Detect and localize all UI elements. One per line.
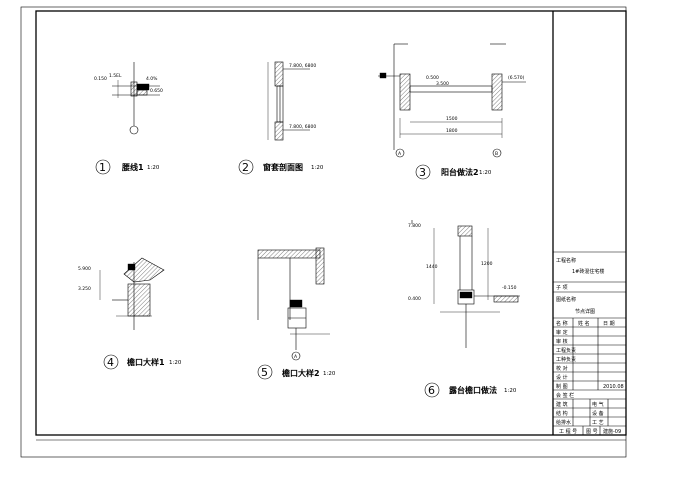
project-name-value: 1#砖混住宅楼 (572, 268, 604, 275)
drawing-name-value: 节点详图 (575, 308, 595, 315)
sub-item-label: 子 项 (556, 284, 568, 291)
sheet-number-label: 图 号 (586, 429, 598, 435)
detail-5-number-circle (257, 364, 273, 380)
detail-1-scale: 1:20 (147, 165, 160, 171)
detail-3-title: 阳台做法2 (441, 167, 479, 177)
sheet-number-value: 建施-09 (603, 428, 621, 435)
detail-3-scale: 1:20 (479, 170, 492, 176)
detail-1-label-a: 0.150 (94, 76, 107, 82)
head-person: 姓 名 (578, 320, 590, 327)
detail-3-dim-1: 1500 (446, 116, 458, 122)
detail-4-drawing: 5.900 3.250 (78, 257, 165, 330)
detail-5-drawing: A (257, 247, 330, 361)
detail-6-label-a: 7.800 (408, 223, 421, 229)
role-discipline-lead: 工种负责 (556, 356, 576, 363)
detail-2-scale: 1:20 (311, 165, 324, 171)
detail-6-drawing: 7.800 0.400 1440 1200 -0.150 (408, 220, 520, 348)
detail-1-label-d: 4.0% (146, 76, 158, 82)
detail-3-drawing: 0.500 3.500 (6.570) 1500 1800 A B (378, 43, 526, 158)
detail-6-label-c: 1440 (426, 264, 438, 270)
detail-5-title: 檐口大样2 (282, 368, 320, 378)
detail-2-label-bottom: 7.800, 6800 (289, 124, 316, 130)
detail-1-number: 1 (99, 161, 106, 174)
detail-5-scale: 1:20 (323, 371, 336, 377)
drawing-date: 2010.08 (603, 384, 624, 390)
head-name: 名 称 (556, 320, 568, 327)
role-design: 设 计 (556, 374, 568, 381)
detail-3-number: 3 (419, 166, 426, 179)
detail-3-label-b: 3.500 (436, 81, 449, 87)
detail-6-number: 6 (428, 384, 435, 397)
detail-3-label-a: 0.500 (426, 75, 439, 81)
detail-3-label-c: (6.570) (508, 75, 525, 81)
detail-2-number-circle (238, 159, 254, 175)
role-review: 审 核 (556, 338, 568, 345)
head-date: 日 期 (603, 321, 615, 327)
inner-border (35, 10, 627, 436)
detail-3-dim-2: 1800 (446, 128, 458, 134)
role-draw: 制 图 (556, 383, 568, 390)
sign-architecture: 建 筑 (556, 401, 568, 408)
detail-1-number-circle (95, 159, 111, 175)
detail-2-drawing: 7.800, 6800 7.800, 6800 (267, 61, 316, 141)
job-number-label: 工 程 号 (559, 428, 577, 435)
sign-equipment: 设 备 (592, 410, 604, 417)
detail-5-axis: A (294, 354, 298, 360)
detail-5-number: 5 (261, 366, 268, 379)
detail-6-label-b: 0.400 (408, 296, 421, 302)
detail-4-label-a: 5.900 (78, 266, 91, 272)
project-name-label: 工程名称 (556, 257, 576, 264)
detail-6-label-e: -0.150 (502, 285, 517, 291)
detail-1-label-c: 1.5EL (109, 73, 122, 79)
detail-4-number-circle (103, 354, 119, 370)
sign-electrical: 电 气 (592, 401, 604, 408)
detail-2-number: 2 (242, 161, 249, 174)
title-block (552, 11, 626, 435)
sign-process: 工 艺 (592, 420, 604, 426)
detail-6-number-circle (424, 382, 440, 398)
role-approve: 审 定 (556, 329, 568, 336)
role-project-lead: 工程负责 (556, 347, 576, 354)
detail-6-scale: 1:20 (504, 388, 517, 394)
drawing-name-label: 图纸名称 (556, 296, 576, 303)
detail-3-axis-b: B (495, 151, 498, 157)
detail-1-title: 腰线1 (121, 162, 144, 172)
detail-3-axis-a: A (398, 151, 402, 157)
sign-structure: 结 构 (556, 410, 568, 417)
sign-plumbing: 给排水 (556, 419, 571, 426)
role-check: 校 对 (556, 365, 568, 372)
detail-2-title: 窗套剖面图 (263, 162, 303, 172)
detail-2-label-top: 7.800, 6800 (289, 63, 316, 69)
countersign-label: 会 签 栏 (556, 392, 574, 399)
detail-6-label-d: 1200 (481, 261, 493, 267)
detail-1-label-b: 0.650 (150, 88, 163, 94)
detail-4-number: 4 (107, 356, 114, 369)
detail-3-number-circle (415, 164, 431, 180)
detail-1-drawing: 0.150 0.650 1.5EL 4.0% (94, 62, 163, 135)
detail-4-label-b: 3.250 (78, 286, 91, 292)
detail-4-scale: 1:20 (169, 360, 182, 366)
detail-6-title: 露台檐口做法 (449, 385, 497, 395)
detail-4-title: 檐口大样1 (127, 357, 165, 367)
